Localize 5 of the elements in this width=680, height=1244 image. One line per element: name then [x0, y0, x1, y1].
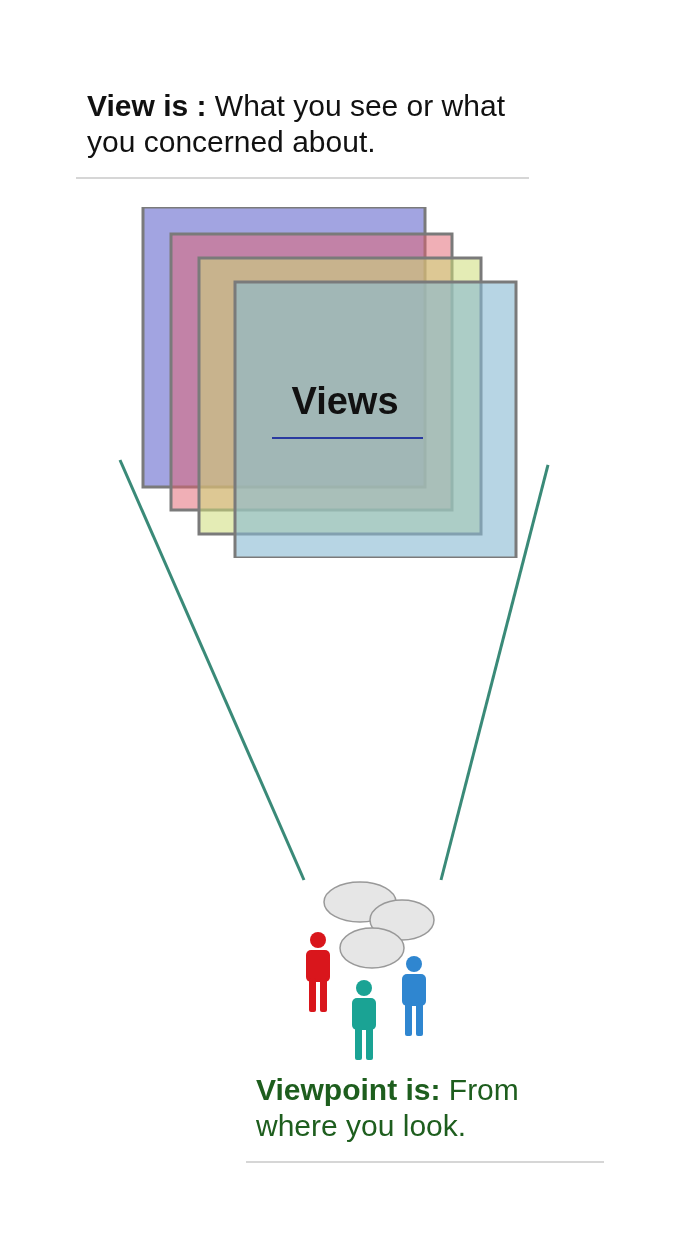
node-title: Views	[290, 380, 400, 423]
connector-line	[439, 464, 550, 881]
heading-text: View is : What you see or what you concerned about.	[87, 88, 506, 160]
caption-text: Viewpoint is: From where you look.	[256, 1072, 520, 1144]
connector-line	[118, 459, 306, 881]
